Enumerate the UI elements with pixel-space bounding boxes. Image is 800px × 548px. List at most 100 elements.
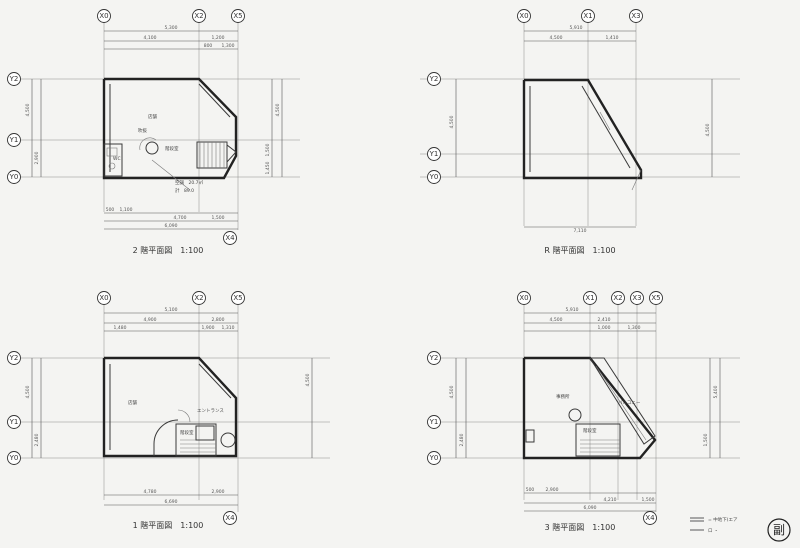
dim-text: 1,500	[703, 433, 709, 446]
dim-text: 4,500	[449, 115, 455, 128]
dim-text: 1,500	[265, 143, 271, 156]
legend-item: = 中地下(エア	[708, 516, 738, 523]
svg-text:Y1: Y1	[9, 418, 19, 426]
axis-bubble-x5: X5	[231, 291, 245, 305]
svg-text:Y2: Y2	[429, 75, 439, 83]
door-swing	[177, 409, 191, 423]
axis-bubble-y2: Y2	[7, 72, 21, 86]
svg-text:X2: X2	[613, 294, 622, 302]
svg-text:Y2: Y2	[9, 354, 19, 362]
svg-text:X4: X4	[225, 234, 235, 242]
plan-title-2f: 2 階平面図 1:100	[133, 245, 204, 255]
axis-bubble-x5: X5	[231, 9, 245, 23]
toilet-1f	[195, 425, 215, 441]
leader-line	[151, 159, 191, 191]
balcony-rail	[595, 365, 647, 441]
svg-text:X5: X5	[233, 12, 242, 20]
axis-bubble-x2: X2	[611, 291, 625, 305]
dim-text: 4,500	[550, 35, 563, 41]
svg-text:X2: X2	[194, 294, 203, 302]
svg-text:X0: X0	[519, 294, 528, 302]
svg-text:副: 副	[773, 523, 785, 537]
dim-text: 1,900	[202, 325, 215, 331]
axis-bubble-x0: X0	[97, 291, 111, 305]
dim-text: 500	[106, 207, 115, 213]
axis-bubble-y0: Y0	[7, 451, 21, 465]
sheet-stamp: 副	[767, 518, 791, 542]
dim-text: 4,780	[144, 489, 157, 495]
balcony-3f	[589, 357, 656, 445]
wall-roof	[522, 78, 643, 180]
plan-title-1f: 1 階平面図 1:100	[133, 520, 204, 530]
dim-text: 500	[526, 487, 535, 493]
axis-bubble-y0: Y0	[7, 170, 21, 184]
door-swing	[139, 137, 157, 151]
axis-bubble-x2: X2	[192, 9, 206, 23]
dim-text: 2,900	[212, 489, 225, 495]
axis-bubble-y0: Y0	[427, 170, 441, 184]
svg-text:X5: X5	[651, 294, 660, 302]
svg-text:X2: X2	[194, 12, 203, 20]
room-label: WC	[113, 156, 121, 162]
dim-text: 1,500	[642, 497, 655, 503]
plan-title-roof: R 階平面図 1:100	[544, 245, 615, 255]
dim-text: 4,100	[144, 35, 157, 41]
dim-text: 2,900	[546, 487, 559, 493]
dim-text: 800	[204, 43, 213, 49]
svg-text:Y0: Y0	[9, 454, 19, 462]
dim-text: 4,500	[25, 103, 31, 116]
legend-note: 空調 20.7㎡	[175, 179, 204, 186]
plan-title-3f: 3 階平面図 1:100	[545, 522, 616, 532]
axis-bubble-y1: Y1	[7, 133, 21, 147]
axis-bubble-y1: Y1	[427, 415, 441, 429]
svg-text:X0: X0	[519, 12, 528, 20]
dim-text: 4,500	[449, 385, 455, 398]
svg-text:X4: X4	[645, 514, 655, 522]
dim-text: 1,300	[628, 325, 641, 331]
svg-text:Y1: Y1	[429, 150, 439, 158]
dim-text: 4,500	[305, 373, 311, 386]
plan-1f: 店舗 エントランス 階段室 5,100 4,900 2,800 1,480 1,…	[7, 291, 330, 530]
dim-text: 4,210	[604, 497, 617, 503]
axis-bubble-y2: Y2	[7, 351, 21, 365]
svg-text:Y1: Y1	[9, 136, 19, 144]
dim-text: 2,480	[34, 433, 40, 446]
plan-2f: 店舗 階段室 WC 吹抜 空調 20.7㎡ 計 89.0 5,300 4,100…	[7, 9, 300, 255]
room-label: 階段室	[180, 429, 194, 436]
inner-wall	[198, 83, 231, 118]
dim-text: 1,450	[265, 161, 271, 174]
dim-text: 4,500	[25, 385, 31, 398]
room-label: 吹抜	[138, 127, 147, 134]
dim-text: 2,410	[598, 317, 611, 323]
dim-text: 1,300	[222, 43, 235, 49]
dim-text: 2,480	[459, 433, 465, 446]
parapet-line	[581, 85, 631, 169]
column-mark	[145, 141, 159, 155]
curved-wall	[153, 419, 179, 456]
svg-text:X0: X0	[99, 294, 108, 302]
plan-3f: 事務所 階段室 バルコニー 5,910 4,500 2,410 1,000 1,…	[427, 291, 740, 532]
axis-bubble-x1: X1	[583, 291, 597, 305]
dim-text: 4,900	[144, 317, 157, 323]
dim-text: 6,090	[584, 505, 597, 511]
legend: = 中地下(エア ロ ・	[690, 516, 738, 534]
dim-text: 5,400	[713, 385, 719, 398]
svg-text:Y2: Y2	[9, 75, 19, 83]
dim-text: 4,500	[550, 317, 563, 323]
axis-bubble-x1: X1	[581, 9, 595, 23]
legend-item: ロ ・	[708, 528, 718, 534]
axis-bubble-x0: X0	[97, 9, 111, 23]
dim-text: 2,800	[212, 317, 225, 323]
dim-text: 5,100	[165, 307, 178, 313]
svg-text:X0: X0	[99, 12, 108, 20]
inner-wall	[198, 363, 232, 399]
room-label: 店舗	[128, 399, 137, 406]
wall-3f	[522, 356, 657, 460]
dim-text: 2,900	[34, 151, 40, 164]
axis-bubble-x4: X4	[643, 511, 657, 525]
stair-landing	[226, 143, 237, 164]
dim-text: 5,910	[570, 25, 583, 31]
dim-text: 1,500	[212, 215, 225, 221]
